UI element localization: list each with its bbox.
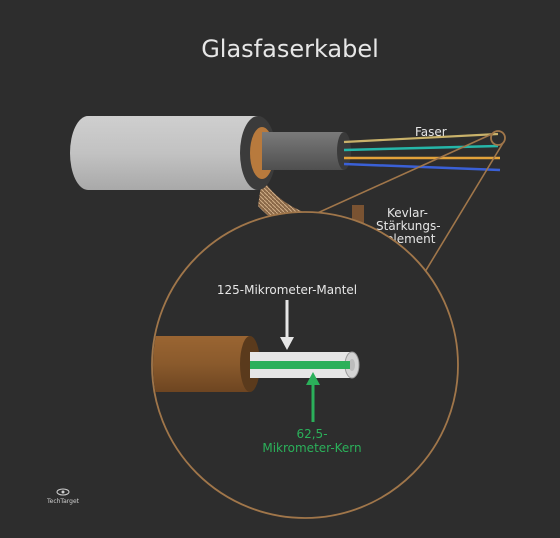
fiber-core [250, 361, 350, 369]
fiber-gold [343, 132, 499, 144]
cladding-inner-end [349, 359, 355, 371]
label-mantel: 125-Mikrometer-Mantel [217, 283, 357, 297]
kern-arrow-head [306, 372, 320, 385]
label-kern-2: Mikrometer-Kern [262, 441, 361, 455]
label-kern-1: 62,5- [296, 427, 327, 441]
mantel-arrow-head [280, 337, 294, 350]
label-kevlar-1: Kevlar- [387, 206, 428, 220]
eye-icon [56, 488, 70, 496]
coating-section [153, 336, 250, 392]
label-kevlar-3: element [386, 232, 436, 246]
techtarget-logo: TechTarget [46, 488, 80, 505]
diagram-title: Glasfaserkabel [201, 35, 379, 63]
fiber-blue [343, 162, 501, 172]
fiber-teal [343, 144, 499, 152]
magnify-source-circle [490, 130, 506, 146]
buffer-tube [262, 132, 344, 170]
label-kevlar-2: Stärkungs- [376, 219, 441, 233]
brand-name: TechTarget [46, 498, 80, 505]
label-faser: Faser [415, 125, 447, 139]
cable-jacket [70, 116, 258, 190]
